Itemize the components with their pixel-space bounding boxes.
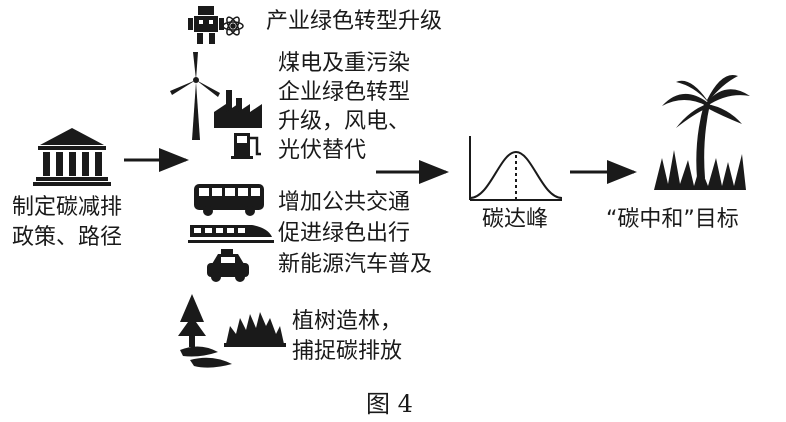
forest-icon xyxy=(224,312,286,347)
bank-building-icon xyxy=(33,128,111,186)
forest-label-line1: 植树造林， xyxy=(292,309,402,334)
tree-icon xyxy=(178,294,232,368)
energy-label-line3: 升级，风电、 xyxy=(278,109,410,134)
figure-caption: 图 4 xyxy=(366,390,413,418)
industry-upgrade-label: 产业绿色转型升级 xyxy=(266,9,442,34)
policy-label-line2: 政策、路径 xyxy=(12,225,122,250)
forest-label-line2: 捕捉碳排放 xyxy=(292,339,402,364)
robot-icon xyxy=(188,6,224,44)
transport-label-line1: 增加公共交通 xyxy=(278,190,410,215)
energy-label-line4: 光伏替代 xyxy=(278,138,366,163)
transport-label-line2: 促进绿色出行 xyxy=(278,221,410,246)
palm-tree-icon xyxy=(654,75,750,190)
goal-label: “碳中和”目标 xyxy=(606,207,739,232)
bus-icon xyxy=(194,184,264,216)
peak-label: 碳达峰 xyxy=(482,207,548,232)
bell-curve-icon xyxy=(470,136,562,200)
factory-icon xyxy=(214,90,262,128)
train-icon xyxy=(188,225,274,243)
energy-label-line1: 煤电及重污染 xyxy=(278,51,410,76)
fuel-pump-icon xyxy=(231,133,261,159)
atom-icon xyxy=(223,15,243,36)
energy-label-line2: 企业绿色转型 xyxy=(278,80,410,105)
wind-turbine-icon xyxy=(170,52,220,140)
policy-label-line1: 制定碳减排 xyxy=(12,195,122,220)
transport-label-line3: 新能源汽车普及 xyxy=(278,252,432,277)
car-icon xyxy=(207,249,249,282)
